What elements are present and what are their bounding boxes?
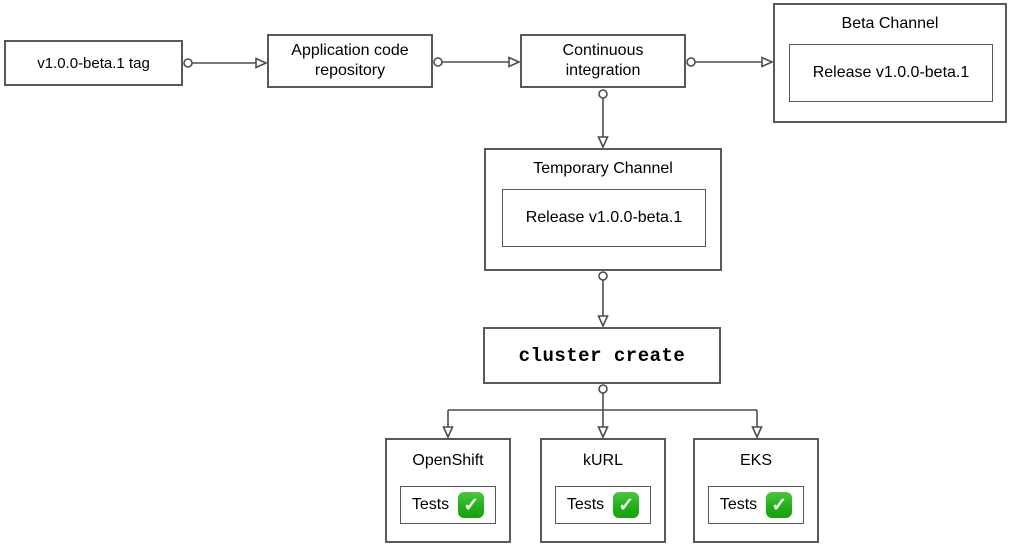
continuous-integration-label: Continuous integration	[562, 42, 644, 79]
openshift-tests-label: Tests	[411, 496, 450, 513]
kurl-tests-label: Tests	[566, 496, 605, 513]
version-tag-label: v1.0.0-beta.1 tag	[37, 54, 150, 72]
node-cluster-create: cluster create	[483, 327, 721, 384]
repository-label: Application code repository	[291, 42, 409, 79]
node-beta-channel: Beta Channel Release v1.0.0-beta.1	[773, 3, 1007, 123]
openshift-title: OpenShift	[412, 452, 484, 469]
node-version-tag: v1.0.0-beta.1 tag	[4, 40, 183, 86]
beta-channel-title: Beta Channel	[841, 15, 939, 32]
check-mark-button-icon: ✓	[766, 492, 793, 518]
edge-ci-to-beta-channel	[686, 56, 774, 68]
node-temporary-channel: Temporary Channel Release v1.0.0-beta.1	[484, 148, 722, 271]
eks-tests-label: Tests	[719, 496, 758, 513]
openshift-tests-box: Tests ✓	[400, 486, 496, 524]
beta-channel-release-label: Release v1.0.0-beta.1	[812, 64, 970, 81]
cluster-create-label: cluster create	[518, 344, 686, 367]
check-mark-button-icon: ✓	[613, 492, 640, 518]
edge-repo-to-ci	[433, 56, 521, 68]
kurl-title: kURL	[582, 452, 623, 469]
check-mark-button-icon: ✓	[458, 492, 485, 518]
edge-temporary-channel-to-cluster-create	[597, 271, 609, 328]
eks-tests-box: Tests ✓	[708, 486, 804, 524]
node-continuous-integration: Continuous integration	[520, 34, 686, 88]
temporary-channel-release-box: Release v1.0.0-beta.1	[502, 189, 706, 247]
edge-tag-to-repo	[183, 57, 268, 69]
kurl-tests-box: Tests ✓	[555, 486, 651, 524]
edge-ci-to-temporary-channel	[597, 89, 609, 149]
node-openshift: OpenShift Tests ✓	[385, 438, 511, 543]
edge-cluster-create-to-platforms	[442, 384, 763, 439]
temporary-channel-release-label: Release v1.0.0-beta.1	[525, 209, 683, 226]
temporary-channel-title: Temporary Channel	[533, 160, 673, 177]
node-kurl: kURL Tests ✓	[540, 438, 666, 543]
node-application-code-repository: Application code repository	[267, 34, 433, 88]
eks-title: EKS	[739, 452, 772, 469]
node-eks: EKS Tests ✓	[693, 438, 819, 543]
beta-channel-release-box: Release v1.0.0-beta.1	[789, 44, 993, 102]
